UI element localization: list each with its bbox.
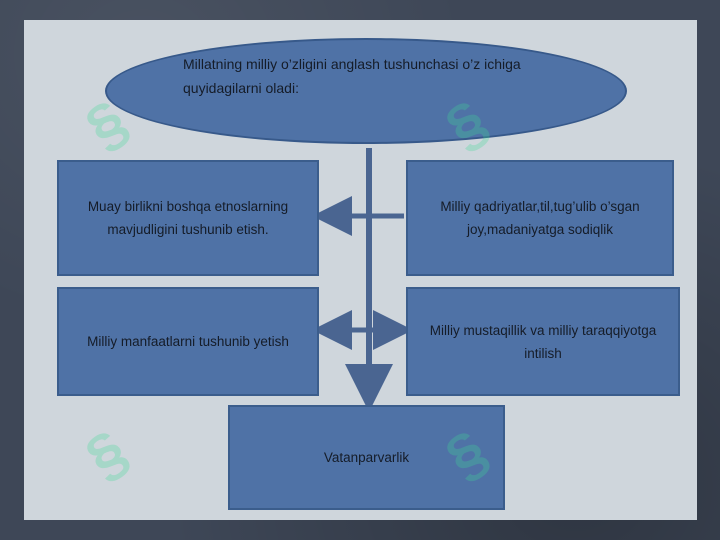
main-concept-text: Millatning milliy o’zligini anglash tush… xyxy=(183,56,521,96)
box-mid-left: Milliy manfaatlarni tushunib yetish xyxy=(57,287,319,396)
box-top-left: Muay birlikni boshqa etnoslarning mavjud… xyxy=(57,160,319,276)
main-concept-ellipse xyxy=(105,38,627,144)
box-top-right: Milliy qadriyatlar,til,tug’ulib o’sgan j… xyxy=(406,160,674,276)
box-mid-right: Milliy mustaqillik va milliy taraqqiyotg… xyxy=(406,287,680,396)
box-bottom: Vatanparvarlik xyxy=(228,405,505,510)
